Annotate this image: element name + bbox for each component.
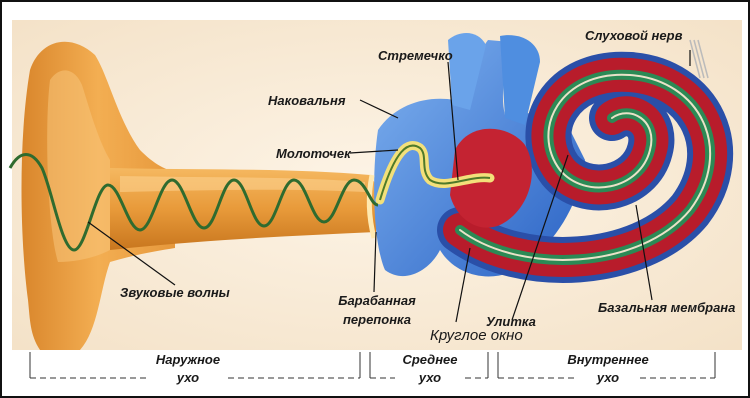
label-malleus: Молоточек bbox=[276, 146, 351, 161]
label-stapes: Стремечко bbox=[378, 48, 453, 63]
section-inner-line1: Внутреннее bbox=[560, 352, 656, 367]
section-inner-ear: Внутреннее ухо bbox=[560, 352, 656, 385]
label-auditory-nerve: Слуховой нерв bbox=[585, 28, 682, 43]
section-middle-line2: ухо bbox=[390, 370, 470, 385]
label-basilar-membrane: Базальная мембрана bbox=[598, 300, 735, 315]
section-middle-ear: Среднее ухо bbox=[390, 352, 470, 385]
label-eardrum: Барабанная перепонка bbox=[322, 293, 432, 327]
label-eardrum-line1: Барабанная bbox=[322, 293, 432, 308]
section-inner-line2: ухо bbox=[560, 370, 656, 385]
section-outer-ear: Наружное ухо bbox=[138, 352, 238, 385]
section-outer-line1: Наружное bbox=[138, 352, 238, 367]
label-eardrum-line2: перепонка bbox=[322, 312, 432, 327]
label-incus: Наковальня bbox=[268, 93, 346, 108]
section-middle-line1: Среднее bbox=[390, 352, 470, 367]
label-sound-waves: Звуковые волны bbox=[120, 285, 230, 300]
section-outer-line2: ухо bbox=[138, 370, 238, 385]
label-round-window: Круглое окно bbox=[430, 328, 523, 343]
